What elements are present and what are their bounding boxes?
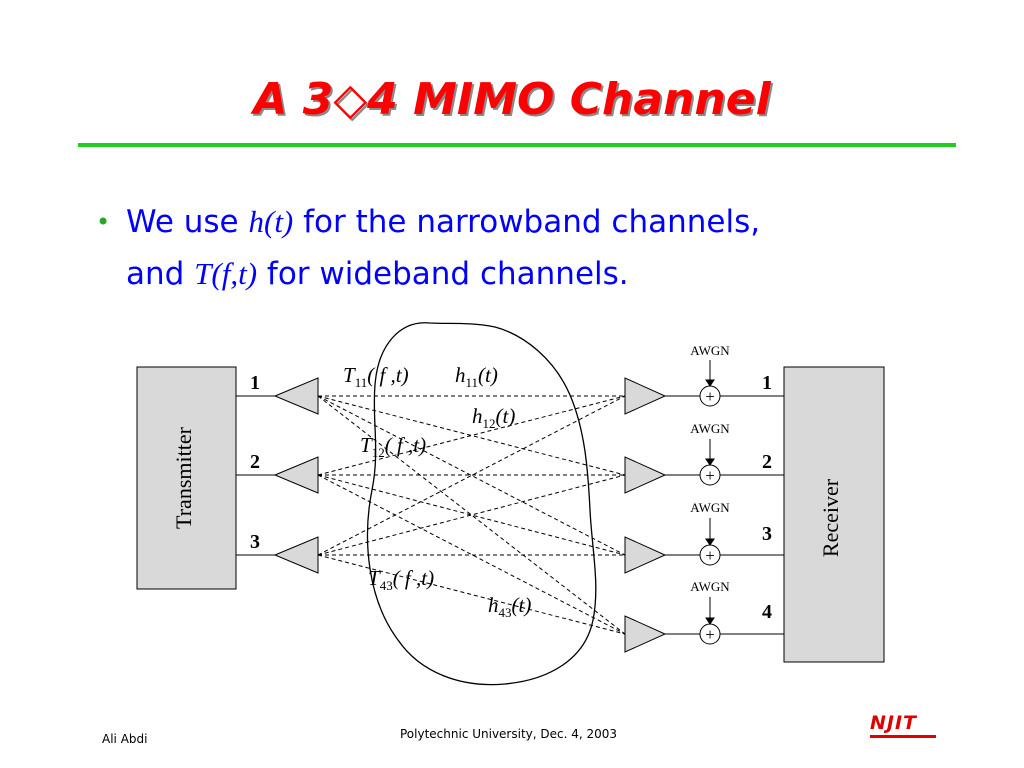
- tx-antennas: [236, 377, 319, 574]
- tx-port-2: 2: [250, 451, 260, 473]
- logo-underline: [870, 735, 936, 738]
- tx-antenna-2-icon: [273, 456, 319, 494]
- label-h12: h12(t): [472, 404, 515, 431]
- path-3-2: [317, 474, 626, 556]
- rx-port-1: 1: [762, 372, 772, 394]
- path-1-2: [317, 395, 626, 476]
- path-2-3: [317, 474, 626, 556]
- bullet-line-2-prefix: and: [126, 256, 195, 292]
- rx-port-4: 4: [762, 601, 772, 623]
- channel-paths: [317, 395, 626, 635]
- path-1-4: [317, 395, 626, 635]
- path-3-1: [317, 395, 626, 556]
- bullet-line-1-prefix: We use: [126, 204, 249, 240]
- rx-antenna-4-icon: [624, 615, 667, 653]
- tx-antenna-1-icon: [273, 377, 319, 415]
- path-3-4: [317, 554, 626, 635]
- transmitter-block: [136, 366, 237, 590]
- bullet-line-1-math: h(t): [248, 204, 294, 239]
- awgn-label-3: AWGN: [690, 500, 730, 515]
- tx-antenna-3-icon: [273, 536, 319, 574]
- njit-logo: NJIT: [870, 712, 940, 740]
- adder-4-symbol: +: [705, 625, 715, 644]
- bullet-line-2: and T(f,t) for wideband channels.: [126, 248, 629, 300]
- bullet-line-1-suffix: for the narrowband channels,: [293, 204, 761, 240]
- path-1-3: [317, 395, 626, 556]
- njit-logo-text: NJIT: [870, 712, 918, 734]
- adder-1-symbol: +: [705, 387, 715, 406]
- awgn-label-4: AWGN: [690, 579, 730, 594]
- path-2-4: [317, 474, 626, 635]
- title-divider: [78, 143, 956, 147]
- awgn-label-1: AWGN: [690, 343, 730, 358]
- adder-2-symbol: +: [705, 466, 715, 485]
- bullet-line-2-suffix: for wideband channels.: [257, 256, 629, 292]
- rx-antenna-1-icon: [624, 377, 667, 415]
- label-h43: h43(t): [488, 593, 531, 620]
- tx-port-3: 3: [250, 531, 260, 553]
- rx-antenna-2-icon: [624, 456, 667, 494]
- scattering-cloud: [366, 322, 597, 686]
- slide-title: A 3◇4 MIMO Channel: [253, 74, 771, 125]
- path-2-1: [317, 395, 626, 476]
- label-T12: T12( f ,t): [360, 433, 426, 460]
- label-T43: T43( f ,t): [368, 566, 434, 593]
- rx-port-2: 2: [762, 451, 772, 473]
- adder-3-symbol: +: [705, 546, 715, 565]
- awgn-label-2: AWGN: [690, 421, 730, 436]
- bullet-marker: •: [96, 208, 111, 236]
- bullet-line-1: We use h(t) for the narrowband channels,: [126, 196, 760, 248]
- receiver-block: [783, 366, 885, 663]
- rx-chain: [624, 360, 784, 653]
- transmitter-label: Transmitter: [171, 426, 196, 529]
- label-T11: T11( f ,t): [343, 363, 409, 390]
- rx-antenna-3-icon: [624, 536, 667, 574]
- tx-port-1: 1: [250, 372, 260, 394]
- footer-venue: Polytechnic University, Dec. 4, 2003: [400, 727, 618, 741]
- label-h11: h11(t): [455, 363, 498, 390]
- receiver-label: Receiver: [818, 478, 843, 557]
- rx-port-3: 3: [762, 523, 772, 545]
- bullet-line-2-math: T(f,t): [194, 256, 258, 291]
- footer-author: Ali Abdi: [102, 732, 148, 746]
